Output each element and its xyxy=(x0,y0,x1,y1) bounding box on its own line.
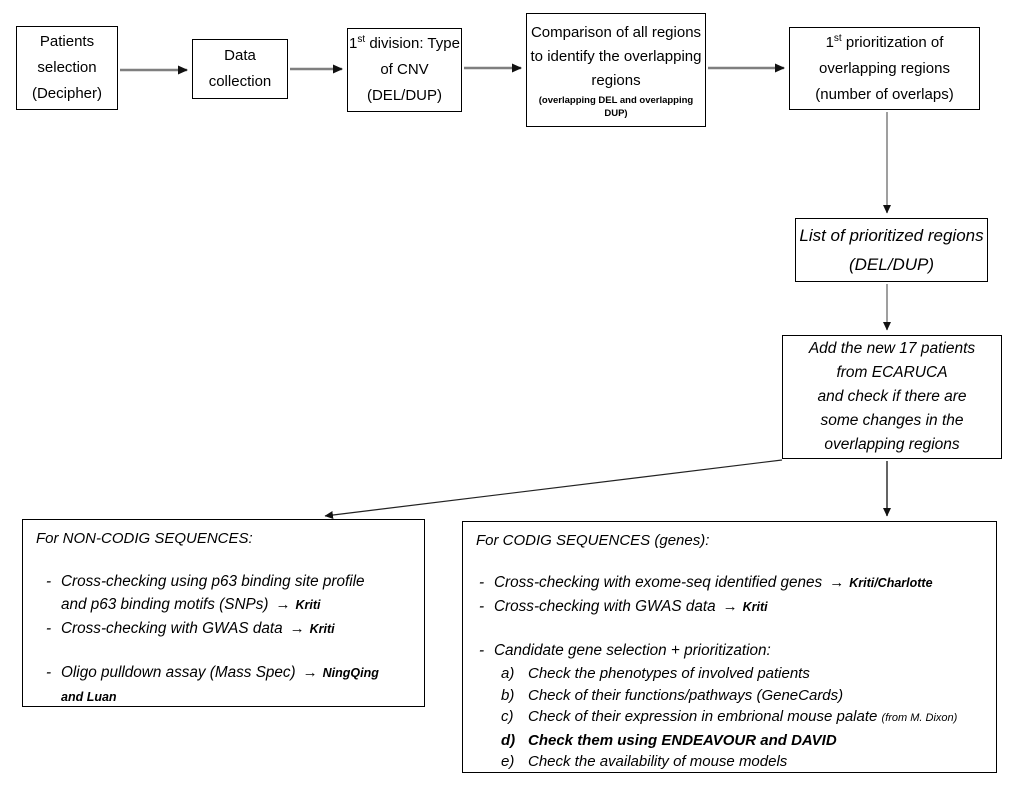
superscript-st: st xyxy=(357,34,366,45)
step-label: c) xyxy=(501,708,514,725)
list-item: -Cross-checking using p63 binding site p… xyxy=(36,570,391,617)
add-line: and check if there are xyxy=(817,388,967,405)
box-cnv-division: 1st division: Type of CNV (DEL/DUP) xyxy=(347,28,462,112)
right-arrow-glyph: → xyxy=(275,596,291,613)
dash-bullet: - xyxy=(479,642,485,659)
right-arrow-glyph: → xyxy=(722,598,738,615)
assignee-name: NingQing and Luan xyxy=(61,666,379,704)
list-item: -Oligo pulldown assay (Mass Spec) →NingQi… xyxy=(36,661,391,709)
add-line: Add the new 17 patients xyxy=(808,340,976,357)
list-item: -Candidate gene selection + prioritizati… xyxy=(476,639,983,663)
box-noncoding-sequences: For NON-CODIG SEQUENCES: -Cross-checking… xyxy=(22,519,425,707)
add-line: overlapping regions xyxy=(824,436,960,453)
task-text: Cross-checking using p63 binding site pr… xyxy=(61,573,365,613)
task-text: Cross-checking with GWAS data xyxy=(61,620,283,637)
right-arrow-glyph: → xyxy=(302,664,318,681)
noncoding-title: For NON-CODIG SEQUENCES: xyxy=(36,530,253,547)
step-item: b) Check of their functions/pathways (Gen… xyxy=(501,685,983,707)
box-data-collection: Data collection xyxy=(192,39,288,99)
box-cnv-division-label: 1st division: Type of CNV (DEL/DUP) xyxy=(349,34,460,105)
noncoding-items: -Cross-checking using p63 binding site p… xyxy=(36,570,411,709)
box-patients-selection: Patients selection (Decipher) xyxy=(16,26,118,110)
task-text: Oligo pulldown assay (Mass Spec) xyxy=(61,664,296,681)
box-region-comparison-note: (overlapping DEL and overlapping DUP) xyxy=(538,94,694,119)
dash-bullet: - xyxy=(46,664,52,681)
list-item: -Cross-checking with exome-seq identifie… xyxy=(476,571,983,595)
box-prioritized-regions-list: List of prioritized regions (DEL/DUP) xyxy=(795,218,988,282)
assignee-name: Kriti/Charlotte xyxy=(849,576,933,590)
step-label: d) xyxy=(501,731,516,749)
list-item: -Cross-checking with GWAS data → Kriti xyxy=(36,617,391,641)
step-text: Check of their functions/pathways (GeneC… xyxy=(528,686,844,704)
task-text: Cross-checking with exome-seq identified… xyxy=(494,574,823,591)
step-text: Check of their expression in embrional m… xyxy=(528,708,878,725)
box-data-collection-label: Data collection xyxy=(208,47,272,90)
step-item: a) Check the phenotypes of involved patie… xyxy=(501,663,983,685)
step-label: a) xyxy=(501,665,515,682)
coding-title: For CODIG SEQUENCES (genes): xyxy=(476,532,710,549)
box-coding-sequences: For CODIG SEQUENCES (genes): -Cross-chec… xyxy=(462,521,997,773)
dash-bullet: - xyxy=(46,573,52,590)
dash-bullet: - xyxy=(46,620,52,637)
step-text: Check the availability of mouse models xyxy=(528,753,788,770)
dash-bullet: - xyxy=(479,598,485,615)
add-line: from ECARUCA xyxy=(836,364,948,381)
step-text: Check them using ENDEAVOUR and DAVID xyxy=(528,731,837,749)
add-line: some changes in the xyxy=(820,412,964,429)
assignee-name: Kriti xyxy=(309,622,335,636)
box-patients-selection-label: Patients selection (Decipher) xyxy=(31,33,103,102)
step-text: Check the phenotypes of involved patient… xyxy=(528,665,810,682)
step-label: e) xyxy=(501,753,515,770)
step-item: c) Check of their expression in embrional… xyxy=(501,706,983,730)
coding-items: -Cross-checking with exome-seq identifie… xyxy=(476,571,983,773)
box-first-prioritization-label: 1st prioritization of overlapping region… xyxy=(815,32,954,103)
assignee-name: Kriti xyxy=(295,598,321,612)
step-label: b) xyxy=(501,686,515,704)
step-item: d) Check them using ENDEAVOUR and DAVID xyxy=(501,730,983,752)
box-first-prioritization: 1st prioritization of overlapping region… xyxy=(789,27,980,110)
superscript-st: st xyxy=(833,32,842,44)
box-add-ecaruca-patients: Add the new 17 patients from ECARUCA and… xyxy=(782,335,1002,459)
box-prioritized-regions-list-label: List of prioritized regions (DEL/DUP) xyxy=(799,226,984,274)
step-note: (from M. Dixon) xyxy=(881,712,958,724)
box-region-comparison: Comparison of all regions to identify th… xyxy=(526,13,706,127)
arrow-add-to-noncoding xyxy=(324,459,783,519)
task-text: Candidate gene selection + prioritizatio… xyxy=(494,642,771,659)
right-arrow-glyph: → xyxy=(289,620,305,637)
assignee-name: Kriti xyxy=(742,600,768,614)
box-region-comparison-label: Comparison of all regions to identify th… xyxy=(530,23,702,89)
task-text: Cross-checking with GWAS data xyxy=(494,598,716,615)
list-item: -Cross-checking with GWAS data → Kriti xyxy=(476,595,983,619)
right-arrow-glyph: → xyxy=(829,574,845,591)
step-item: e) Check the availability of mouse models xyxy=(501,751,983,773)
dash-bullet: - xyxy=(479,574,485,591)
